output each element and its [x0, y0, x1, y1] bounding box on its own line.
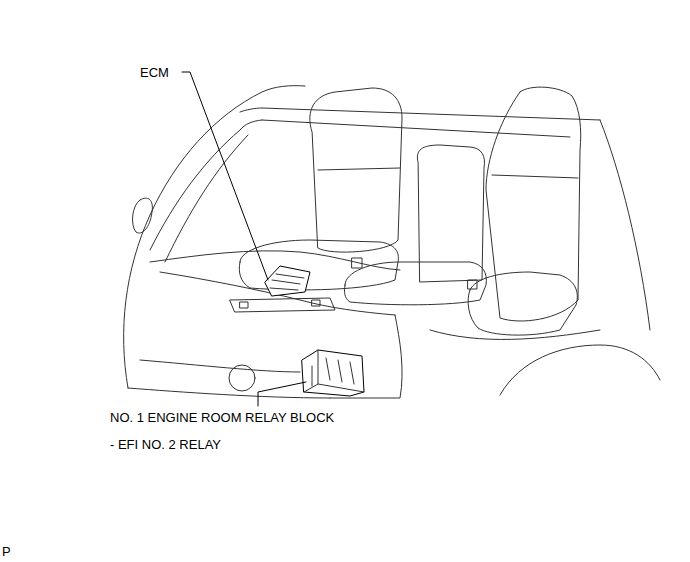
a-pillar [150, 120, 262, 250]
relay-block-detail [304, 350, 364, 392]
bracket-hole [312, 300, 320, 306]
part-name: ECM [140, 65, 169, 80]
seat-latch [468, 280, 477, 289]
seat-cushion [345, 262, 487, 305]
a-pillar [165, 135, 248, 262]
leader-line [258, 382, 306, 406]
seat-back [417, 145, 484, 282]
seat-back [486, 87, 581, 321]
seat-seam [492, 175, 578, 178]
roof-line [240, 108, 600, 120]
ecm-unit [265, 266, 310, 296]
roof-line [262, 120, 570, 137]
relay-block [302, 350, 364, 396]
body-outline [124, 86, 305, 388]
page-mark: P [2, 544, 11, 559]
mirror [133, 198, 153, 233]
body-outline [600, 120, 650, 330]
seat-back [310, 88, 402, 252]
part-name: NO. 1 ENGINE ROOM RELAY BLOCK [110, 410, 334, 425]
body-line [430, 330, 600, 339]
seat-latch [352, 258, 362, 268]
bracket-hole [240, 302, 248, 308]
console-bracket [230, 298, 335, 312]
leader-line [182, 72, 268, 280]
dashboard [150, 251, 400, 270]
bumper-line [128, 388, 330, 398]
seat-cushion [468, 272, 577, 335]
seat-seam [318, 168, 400, 170]
part-name: - EFI NO. 2 RELAY [110, 437, 221, 452]
wheel-arch [500, 345, 660, 395]
headlight [229, 365, 255, 391]
body-line [140, 360, 300, 372]
ecm-detail [270, 274, 304, 290]
